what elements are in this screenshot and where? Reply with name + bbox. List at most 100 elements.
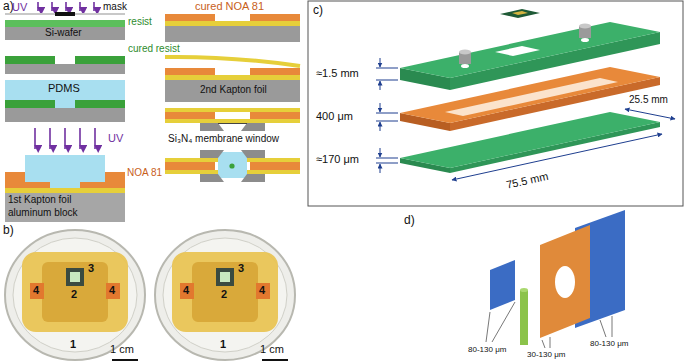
part-label: cured resist [128, 43, 180, 55]
uv-arrows [35, 128, 95, 149]
step-sealed-cell-part [247, 158, 300, 162]
panel-frame [308, 1, 683, 206]
dimension-label: ≈170 μm [316, 153, 359, 166]
leader-lines-part [612, 316, 613, 337]
step-expose-part [5, 27, 125, 40]
length-markers-part [625, 109, 675, 119]
part-label: NOA 81 [127, 167, 162, 179]
step-sealed-cell-part [165, 170, 218, 174]
petri-dish-photo-part [192, 262, 258, 322]
callout-number: 1 [220, 338, 226, 351]
petri-dish-photo-part [42, 262, 108, 322]
petri-dish-photo-part [22, 252, 128, 332]
part-label: resist [128, 16, 152, 28]
petri-dish-photo [5, 230, 145, 360]
thickness-markers-part [380, 58, 381, 67]
callout-number: 4 [259, 284, 265, 297]
callout-number: 2 [71, 288, 77, 301]
petri-dish-photo-part [220, 272, 230, 282]
spacer-layer [400, 67, 660, 131]
callout-number: 1 [70, 338, 76, 351]
step-develop-part [75, 56, 125, 64]
step-noa-part [5, 182, 50, 188]
uv-arrows-part [37, 2, 39, 11]
panel-letter: b) [3, 224, 14, 238]
step-second-foil [165, 57, 300, 102]
thickness-markers-part [376, 113, 398, 114]
petri-dish-photo-part [106, 283, 120, 299]
uv-arrows-part [65, 2, 67, 11]
callout-number: 3 [88, 262, 94, 275]
step-second-foil-part [165, 57, 300, 66]
scale-bar [112, 359, 138, 361]
scale-bar [262, 359, 288, 361]
length-markers-part [452, 134, 662, 180]
petri-dish-photo-part [155, 230, 295, 360]
scale-label: 1 cm [260, 343, 284, 356]
step-expose-part [55, 12, 75, 16]
leader-lines-part [492, 302, 515, 342]
part-label: mask [103, 1, 127, 13]
dimension-label: 80-130 μm [468, 345, 506, 354]
top-plate-part [461, 64, 469, 68]
callout-number: 4 [33, 284, 39, 297]
step-pdms-part [5, 100, 55, 108]
top-plate-part [500, 9, 540, 18]
petri-dish-photo-part [5, 230, 145, 360]
step-develop-part [5, 56, 55, 64]
step-pdms-part [5, 80, 125, 108]
step-sealed-cell-part [218, 152, 247, 178]
uv-arrows [38, 2, 94, 11]
thickness-markers-part [376, 158, 398, 159]
step-sealed-cell-part [250, 162, 300, 170]
part-label: cured NOA 81 [195, 0, 264, 13]
dimension-label: 400 μm [316, 110, 353, 123]
step-sealed-cell-part [247, 170, 300, 174]
step-expose [5, 12, 125, 40]
step-window-part [218, 123, 247, 124]
layer-stack [490, 210, 625, 345]
step-cured-noa-part [250, 14, 300, 21]
scale-label: 1 cm [110, 343, 134, 356]
thickness-markers-part [376, 68, 398, 69]
step-noa-part [5, 172, 25, 182]
step-pdms-part [5, 108, 125, 122]
step-sealed-cell-part [165, 162, 215, 170]
layer-stack-part [540, 225, 590, 338]
step-expose-part [5, 20, 125, 27]
callout-number: 2 [221, 288, 227, 301]
step-window-part [200, 123, 224, 131]
step-noa [5, 155, 125, 222]
thickness-markers-part [380, 103, 381, 112]
part-label: Si₃N₄ membrane window [168, 133, 279, 145]
top-plate-part [512, 11, 528, 15]
step-sealed-cell-part [241, 174, 265, 182]
thickness-markers-part [380, 122, 381, 131]
petri-dish-photo-part [13, 238, 137, 352]
petri-dish-photo-part [70, 272, 80, 282]
step-sealed-cell-part [165, 158, 218, 162]
callout-number: 3 [238, 262, 244, 275]
step-window-part [165, 108, 300, 112]
step-pdms-part [75, 100, 125, 108]
panel-letter: d) [404, 214, 415, 228]
top-plate [400, 9, 660, 90]
panel-letter: c) [313, 4, 323, 18]
uv-arrows-part [34, 128, 36, 149]
uv-arrows-part [79, 2, 81, 11]
petri-dish-photo [155, 230, 295, 360]
layer-stack-part [520, 290, 528, 345]
length-markers [452, 109, 675, 180]
thickness-markers-part [376, 80, 398, 81]
uv-arrows-part [79, 128, 81, 149]
dimension-label: 25.5 mm [629, 94, 668, 106]
uv-arrows-part [94, 128, 96, 149]
petri-dish-photo-part [216, 268, 234, 286]
step-noa-part [5, 193, 125, 222]
step-sealed-cell-part [241, 150, 265, 158]
step-second-foil-part [165, 75, 300, 80]
dimension-label: 75.5 mm [505, 170, 550, 192]
light-label: UV [108, 132, 123, 145]
